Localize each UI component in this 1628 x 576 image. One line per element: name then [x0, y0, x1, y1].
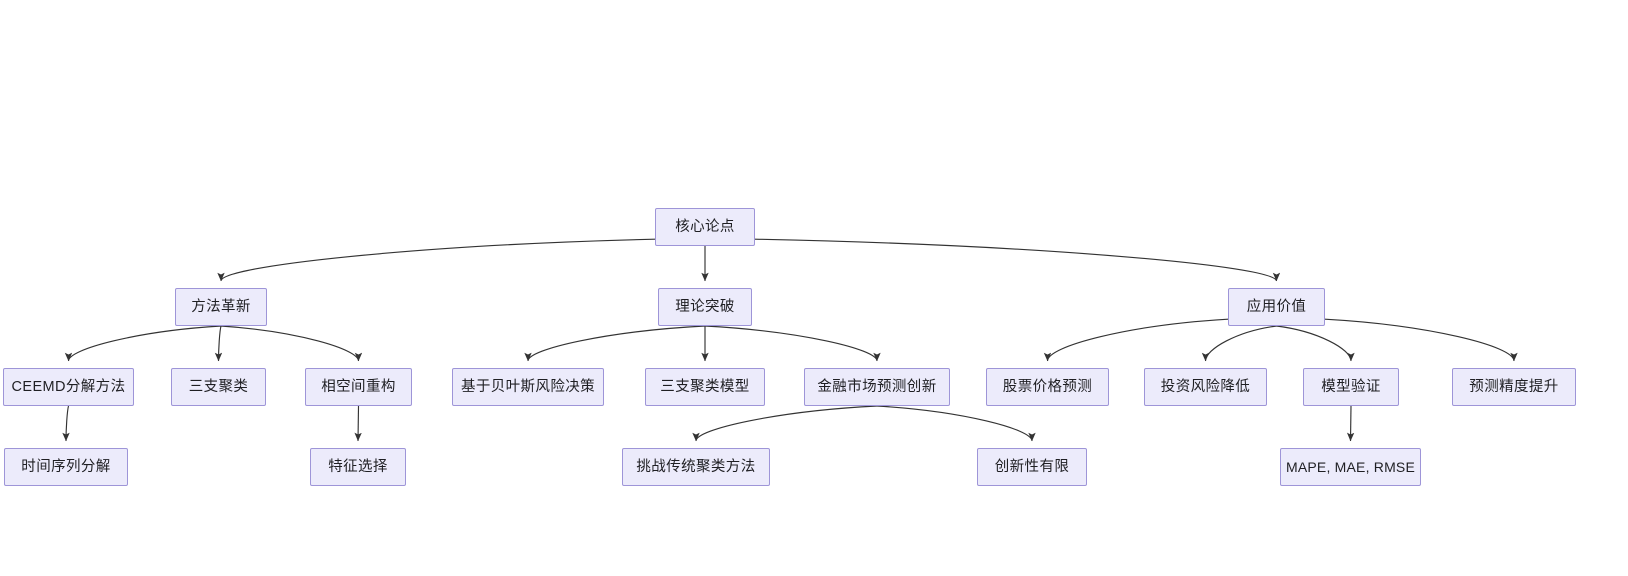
node-l3c1[interactable]: 股票价格预测 — [986, 368, 1109, 406]
node-l3c4[interactable]: 预测精度提升 — [1452, 368, 1576, 406]
node-l3a3[interactable]: 相空间重构 — [305, 368, 412, 406]
edge-l2a-to-l3a2 — [214, 325, 223, 362]
edge-l2c-to-l3c1 — [1043, 318, 1229, 362]
node-label: 金融市场预测创新 — [817, 378, 937, 395]
node-l3b3[interactable]: 金融市场预测创新 — [804, 368, 950, 406]
node-label: MAPE, MAE, RMSE — [1285, 459, 1416, 475]
node-label: 相空间重构 — [321, 378, 396, 395]
node-label: 股票价格预测 — [1002, 378, 1093, 395]
edge-root-to-l2a — [217, 238, 656, 282]
node-root[interactable]: 核心论点 — [655, 208, 755, 246]
node-label: 三支聚类 — [188, 378, 249, 395]
node-label: 三支聚类模型 — [660, 378, 750, 395]
node-label: 时间序列分解 — [21, 458, 111, 475]
edge-l3b3-to-l4b2 — [876, 405, 1036, 442]
node-l3a1[interactable]: CEEMD分解方法 — [3, 368, 134, 406]
edge-l2c-to-l3c3 — [1276, 325, 1355, 362]
edge-l2b-to-l3b3 — [704, 325, 881, 362]
node-l4a2[interactable]: 特征选择 — [310, 448, 406, 486]
node-label: CEEMD分解方法 — [11, 378, 126, 395]
node-label: 应用价值 — [1246, 298, 1307, 315]
node-l2a[interactable]: 方法革新 — [175, 288, 267, 326]
edge-l2c-to-l3c4 — [1324, 318, 1518, 362]
node-l3b2[interactable]: 三支聚类模型 — [645, 368, 765, 406]
edge-l2b-to-l3b1 — [524, 325, 706, 362]
node-l2c[interactable]: 应用价值 — [1228, 288, 1325, 326]
edge-root-to-l2c — [754, 238, 1281, 282]
edge-l3a1-to-l4a1 — [62, 405, 70, 442]
edge-l2a-to-l3a3 — [220, 325, 363, 362]
node-l3c2[interactable]: 投资风险降低 — [1144, 368, 1267, 406]
node-label: 基于贝叶斯风险决策 — [460, 378, 596, 395]
node-l3a2[interactable]: 三支聚类 — [171, 368, 266, 406]
node-l4b1[interactable]: 挑战传统聚类方法 — [622, 448, 770, 486]
node-label: 核心论点 — [675, 218, 735, 235]
edge-l2a-to-l3a1 — [64, 325, 222, 362]
node-label: 理论突破 — [675, 298, 735, 315]
node-l2b[interactable]: 理论突破 — [658, 288, 752, 326]
node-label: 投资风险降低 — [1160, 378, 1251, 395]
node-label: 预测精度提升 — [1469, 378, 1559, 395]
node-label: 创新性有限 — [994, 458, 1070, 475]
edge-l3b3-to-l4b1 — [692, 405, 878, 442]
node-label: 挑战传统聚类方法 — [636, 458, 756, 475]
node-l4c1[interactable]: MAPE, MAE, RMSE — [1280, 448, 1421, 486]
node-l4b2[interactable]: 创新性有限 — [977, 448, 1087, 486]
node-label: 方法革新 — [191, 298, 251, 315]
edge-l2c-to-l3c2 — [1201, 325, 1277, 362]
node-label: 模型验证 — [1321, 378, 1381, 395]
edge-l3c3-to-l4c1 — [1346, 405, 1355, 442]
node-label: 特征选择 — [328, 458, 388, 475]
node-l3c3[interactable]: 模型验证 — [1303, 368, 1399, 406]
edge-l3a3-to-l4a2 — [354, 405, 362, 442]
node-l4a1[interactable]: 时间序列分解 — [4, 448, 128, 486]
node-l3b1[interactable]: 基于贝叶斯风险决策 — [452, 368, 604, 406]
